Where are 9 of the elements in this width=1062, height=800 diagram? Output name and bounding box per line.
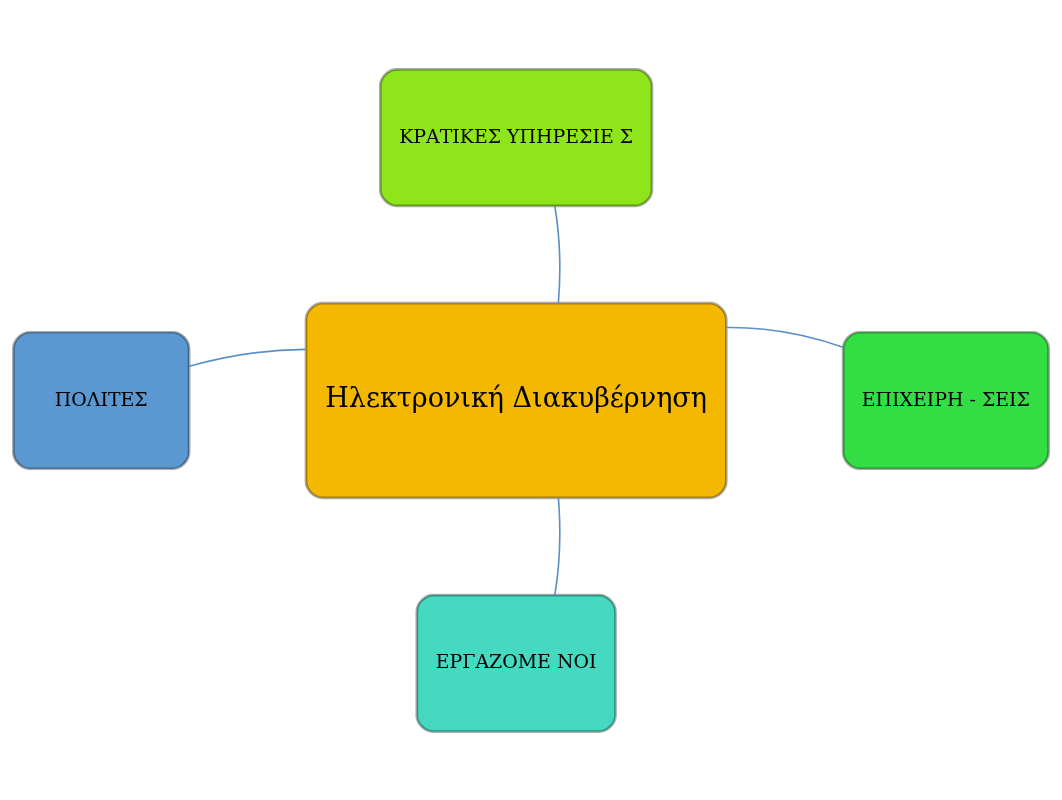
node-box: Ηλεκτρονική Διακυβέρνηση	[304, 301, 728, 499]
node-box: ΚΡΑΤΙΚΕΣ ΥΠΗΡΕΣΙΕ Σ	[378, 67, 654, 207]
node-box: ΠΟΛΙΤΕΣ	[12, 330, 191, 470]
connector	[553, 496, 561, 596]
connector	[725, 326, 844, 348]
connector	[188, 348, 307, 367]
node-box: ΕΡΓΑΖΟΜΕ ΝΟΙ	[415, 593, 617, 733]
connector	[554, 204, 561, 304]
node-box: ΕΠΙΧΕΙΡΗ - ΣΕΙΣ	[841, 330, 1050, 470]
